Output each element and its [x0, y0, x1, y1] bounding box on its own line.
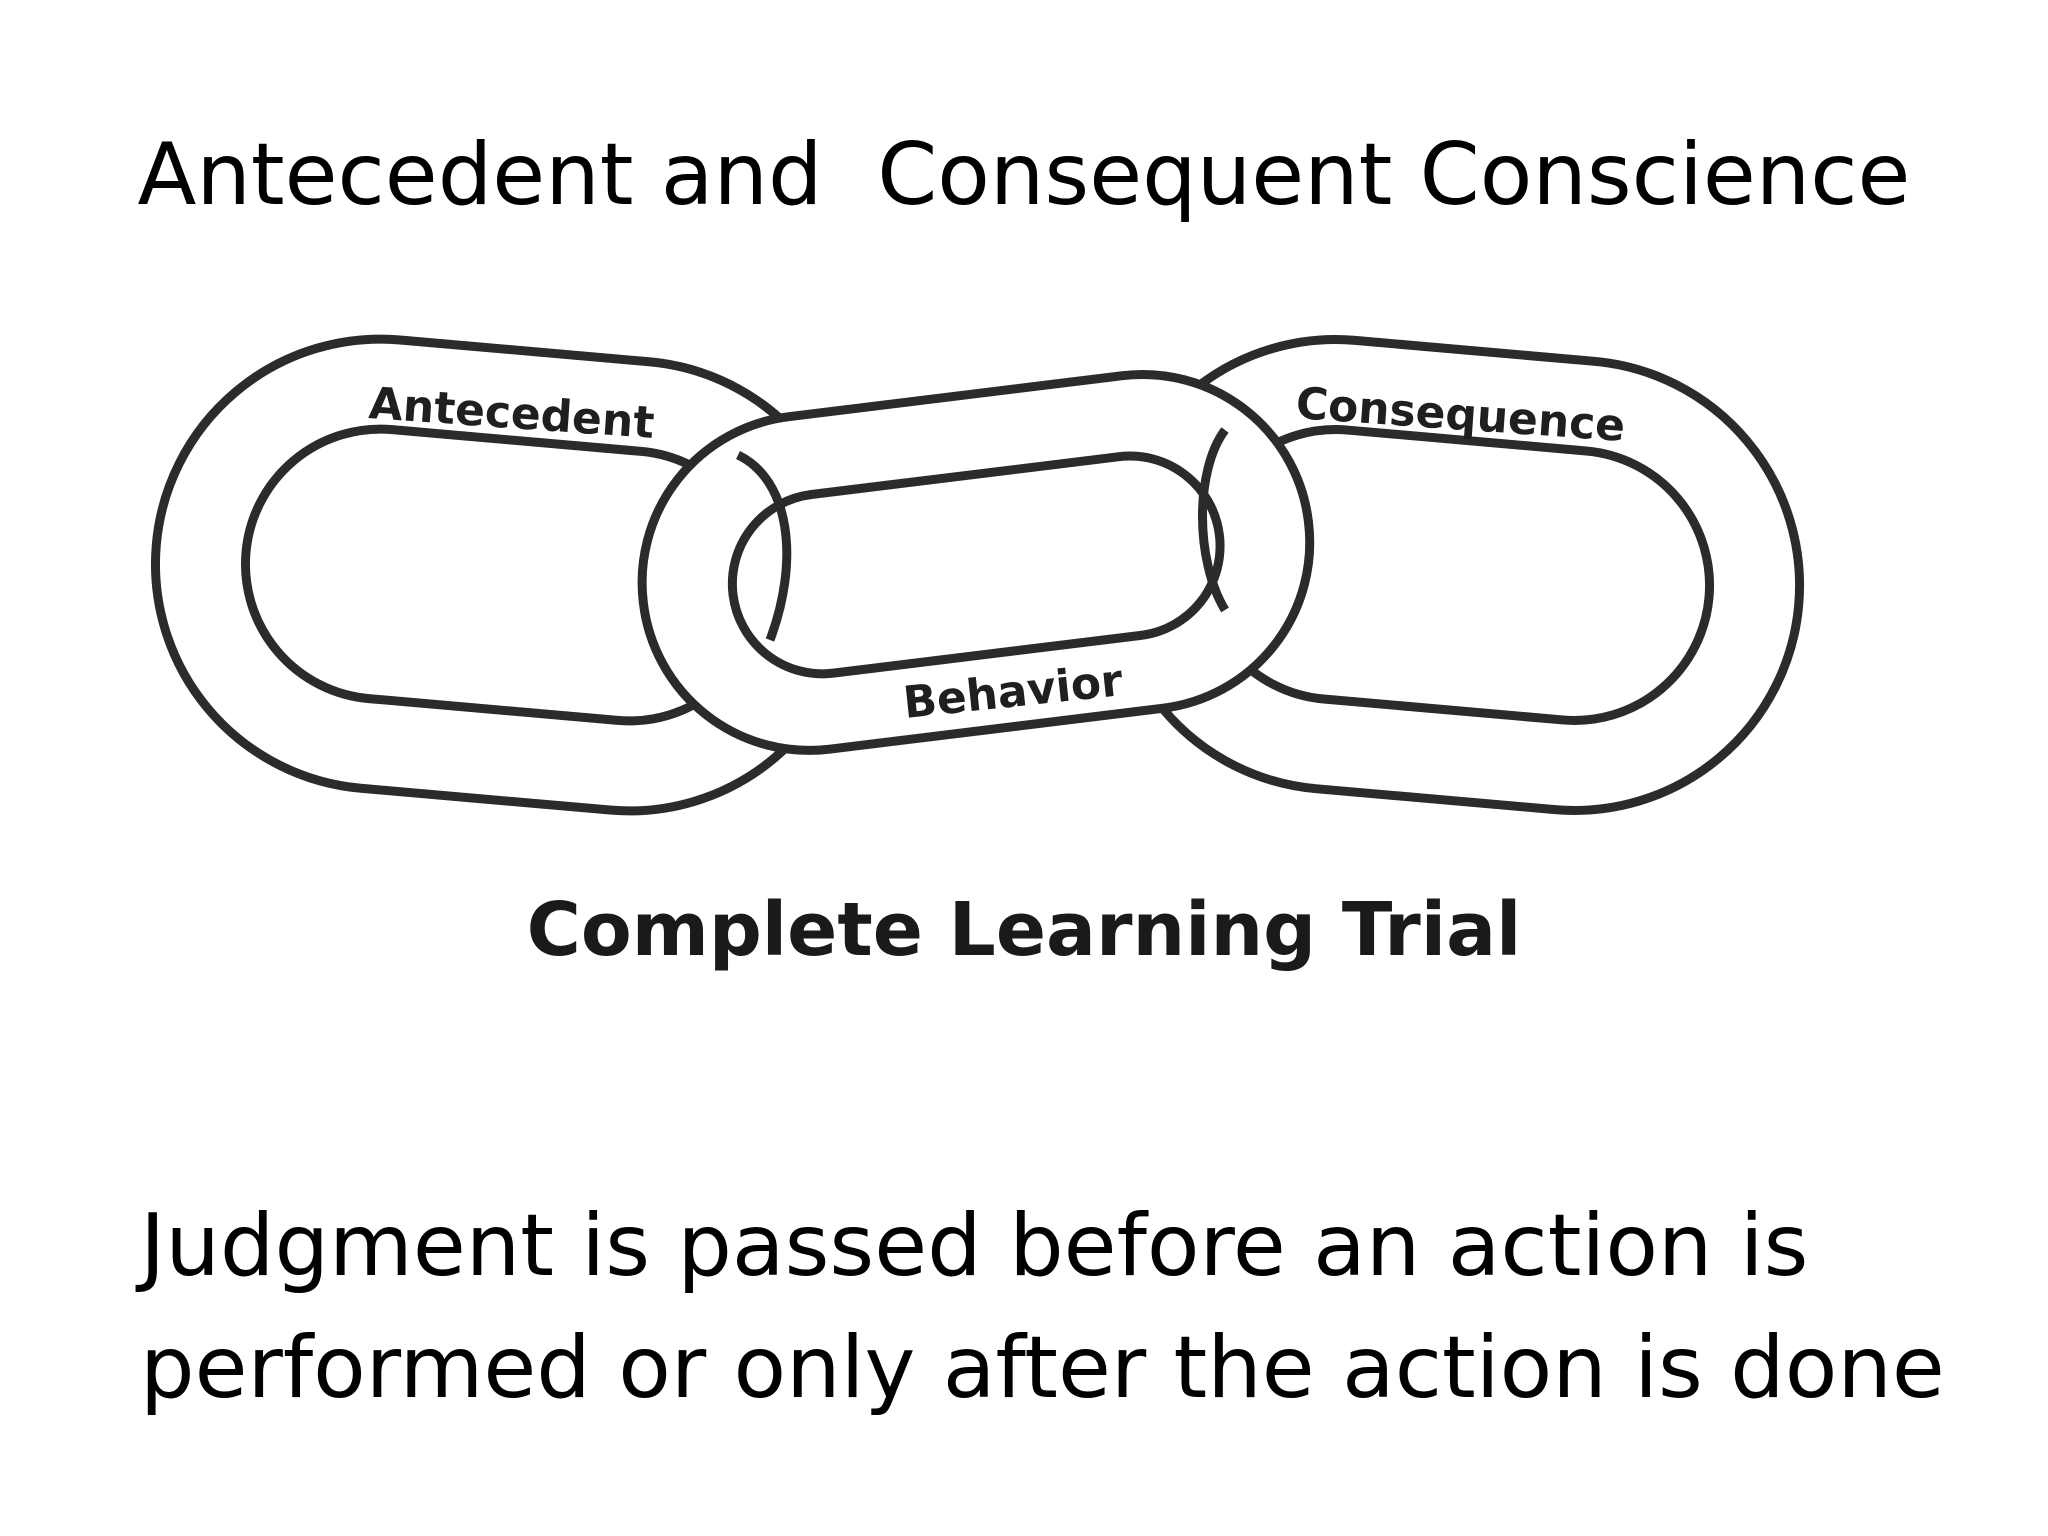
slide-title: Antecedent and Consequent Conscience — [137, 125, 1911, 225]
chain-link-behavior — [637, 369, 1315, 755]
diagram-caption: Complete Learning Trial — [526, 887, 1522, 973]
body-text: Judgment is passed before an action is p… — [140, 1196, 1945, 1418]
link-overlap-right — [1198, 427, 1229, 613]
link-overlap-left — [735, 450, 792, 642]
link-hole — [727, 451, 1225, 679]
